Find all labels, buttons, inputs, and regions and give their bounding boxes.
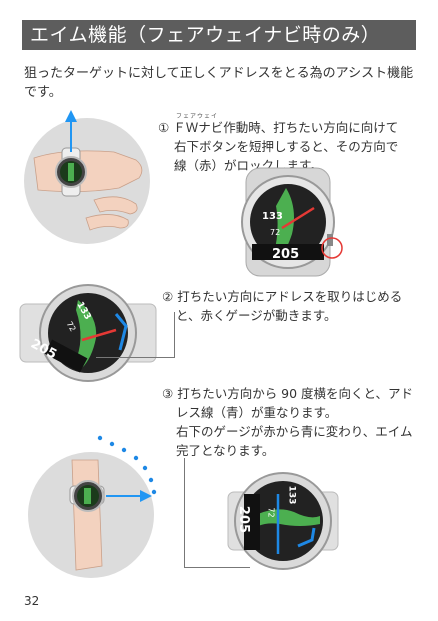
step2-leader-vertical xyxy=(174,312,175,358)
step1-number: ① xyxy=(158,120,170,135)
step1-distance-top: 133 xyxy=(262,211,283,222)
step3-distance-mid: 72 xyxy=(266,507,276,518)
page-number: 32 xyxy=(24,594,40,608)
step3-line-1: ③ 打ちたい方向から 90 度横を向くと、アド xyxy=(162,386,414,401)
step1-watch xyxy=(241,167,343,277)
step2-line-2: と、赤くゲージが動きます。 xyxy=(176,308,337,323)
step2-line-1: ② 打ちたい方向にアドレスを取りはじめる xyxy=(162,289,403,304)
step2-leader-horizontal xyxy=(96,357,175,358)
step1-illustration xyxy=(33,110,143,231)
step3-leader-vertical xyxy=(184,458,185,568)
step1-text: ① ＦＷナビ作動時、打ちたい方向に向けて 右下ボタンを短押しすると、その方向で … xyxy=(158,118,418,175)
step3-number: ③ xyxy=(162,386,174,401)
step3-distance-main: 205 xyxy=(236,505,252,534)
step1-ruby: フェアウェイ xyxy=(176,113,219,120)
step1-distance-mid: 72 xyxy=(270,228,281,237)
step3-text: ③ 打ちたい方向から 90 度横を向くと、アド レス線（青）が重なります。 右下… xyxy=(162,384,418,460)
step1-line-1: ① ＦＷナビ作動時、打ちたい方向に向けて xyxy=(158,120,399,135)
step3-line-2: レス線（青）が重なります。 xyxy=(176,405,338,420)
step3-line-3: 右下のゲージが赤から青に変わり、エイム xyxy=(176,424,413,439)
step3-leader-horizontal xyxy=(184,567,250,568)
step2-number: ② xyxy=(162,289,174,304)
step2-watch xyxy=(19,284,157,382)
step1-line-2: 右下ボタンを短押しすると、その方向で xyxy=(174,139,399,154)
step3-line-4: 完了となります。 xyxy=(176,443,275,458)
intro-text: 狙ったターゲットに対して正しくアドレスをとる為のアシスト機能です。 xyxy=(24,66,414,100)
page-title: エイム機能（フェアウェイナビ時のみ） xyxy=(22,20,416,50)
step3-watch xyxy=(227,472,339,570)
step2-text: ② 打ちたい方向にアドレスを取りはじめる と、赤くゲージが動きます。 xyxy=(162,287,418,325)
step1-distance-main: 205 xyxy=(272,247,300,262)
step3-illustration xyxy=(69,435,157,571)
step3-distance-top: 133 xyxy=(286,485,297,505)
